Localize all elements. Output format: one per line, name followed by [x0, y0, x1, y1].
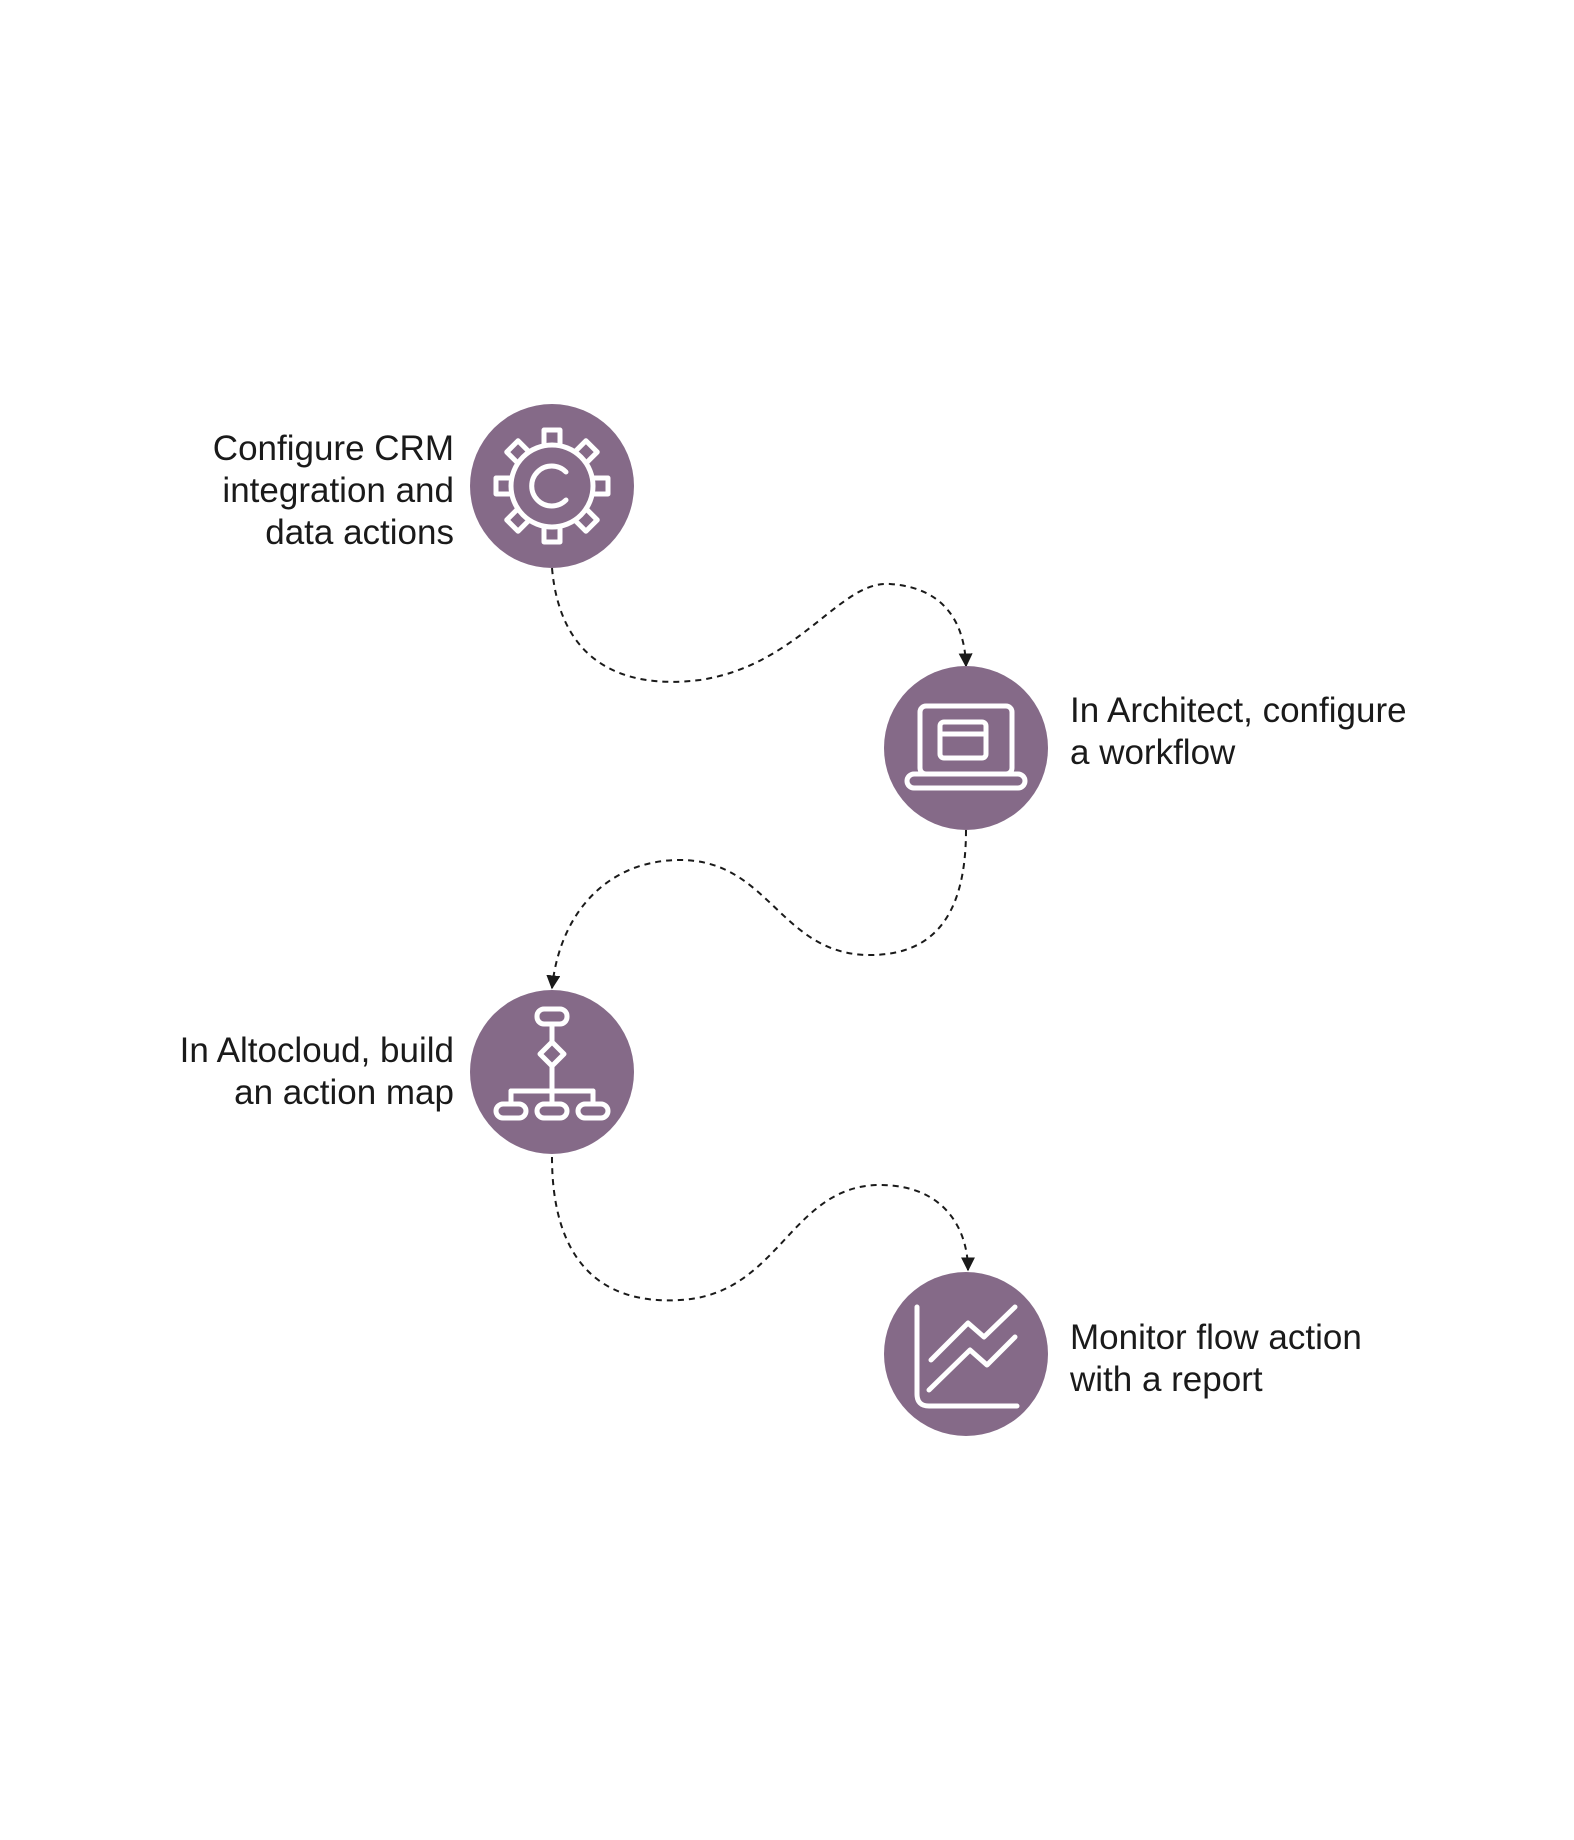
gear-tooth: [541, 524, 563, 545]
step-1-node: [470, 404, 634, 568]
step-2-label-line: a workflow: [1070, 733, 1236, 772]
step-4-label: Monitor flow action with a report: [1070, 1317, 1362, 1401]
step-4-label-line: Monitor flow action: [1070, 1318, 1362, 1357]
step-3-label-line: an action map: [234, 1073, 454, 1112]
gear-tooth: [572, 438, 600, 466]
step-2-node: [884, 666, 1048, 830]
gear-tooth: [541, 427, 563, 448]
step-1-label-line: integration and: [222, 471, 454, 510]
step-1-label: Configure CRM integration and data actio…: [213, 428, 454, 554]
connector-1-to-2: [551, 567, 973, 683]
step-4-label-line: with a report: [1070, 1360, 1263, 1399]
step-2-label-line: In Architect, configure: [1070, 691, 1407, 730]
flowchart-icon: [493, 1006, 611, 1121]
gear-tooth: [504, 506, 532, 534]
step-1-label-line: Configure CRM: [212, 429, 454, 468]
step-3-label-line: In Altocloud, build: [179, 1031, 454, 1070]
step-2-label: In Architect, configure a workflow: [1070, 690, 1407, 774]
step-3-node: [470, 990, 634, 1154]
step-4-node: [884, 1272, 1048, 1436]
line-chart-icon: [914, 1304, 1020, 1409]
connector-3-to-4: [551, 1156, 975, 1302]
step-3-label: In Altocloud, build an action map: [180, 1030, 454, 1114]
connector-2-to-3: [546, 829, 967, 990]
gear-icon: [493, 427, 611, 545]
laptop-icon: [904, 703, 1028, 791]
step-1-label-line: data actions: [265, 513, 454, 552]
gear-tooth: [590, 475, 611, 497]
gear-tooth: [493, 475, 514, 497]
gear-tooth: [572, 506, 600, 534]
gear-tooth: [504, 438, 532, 466]
